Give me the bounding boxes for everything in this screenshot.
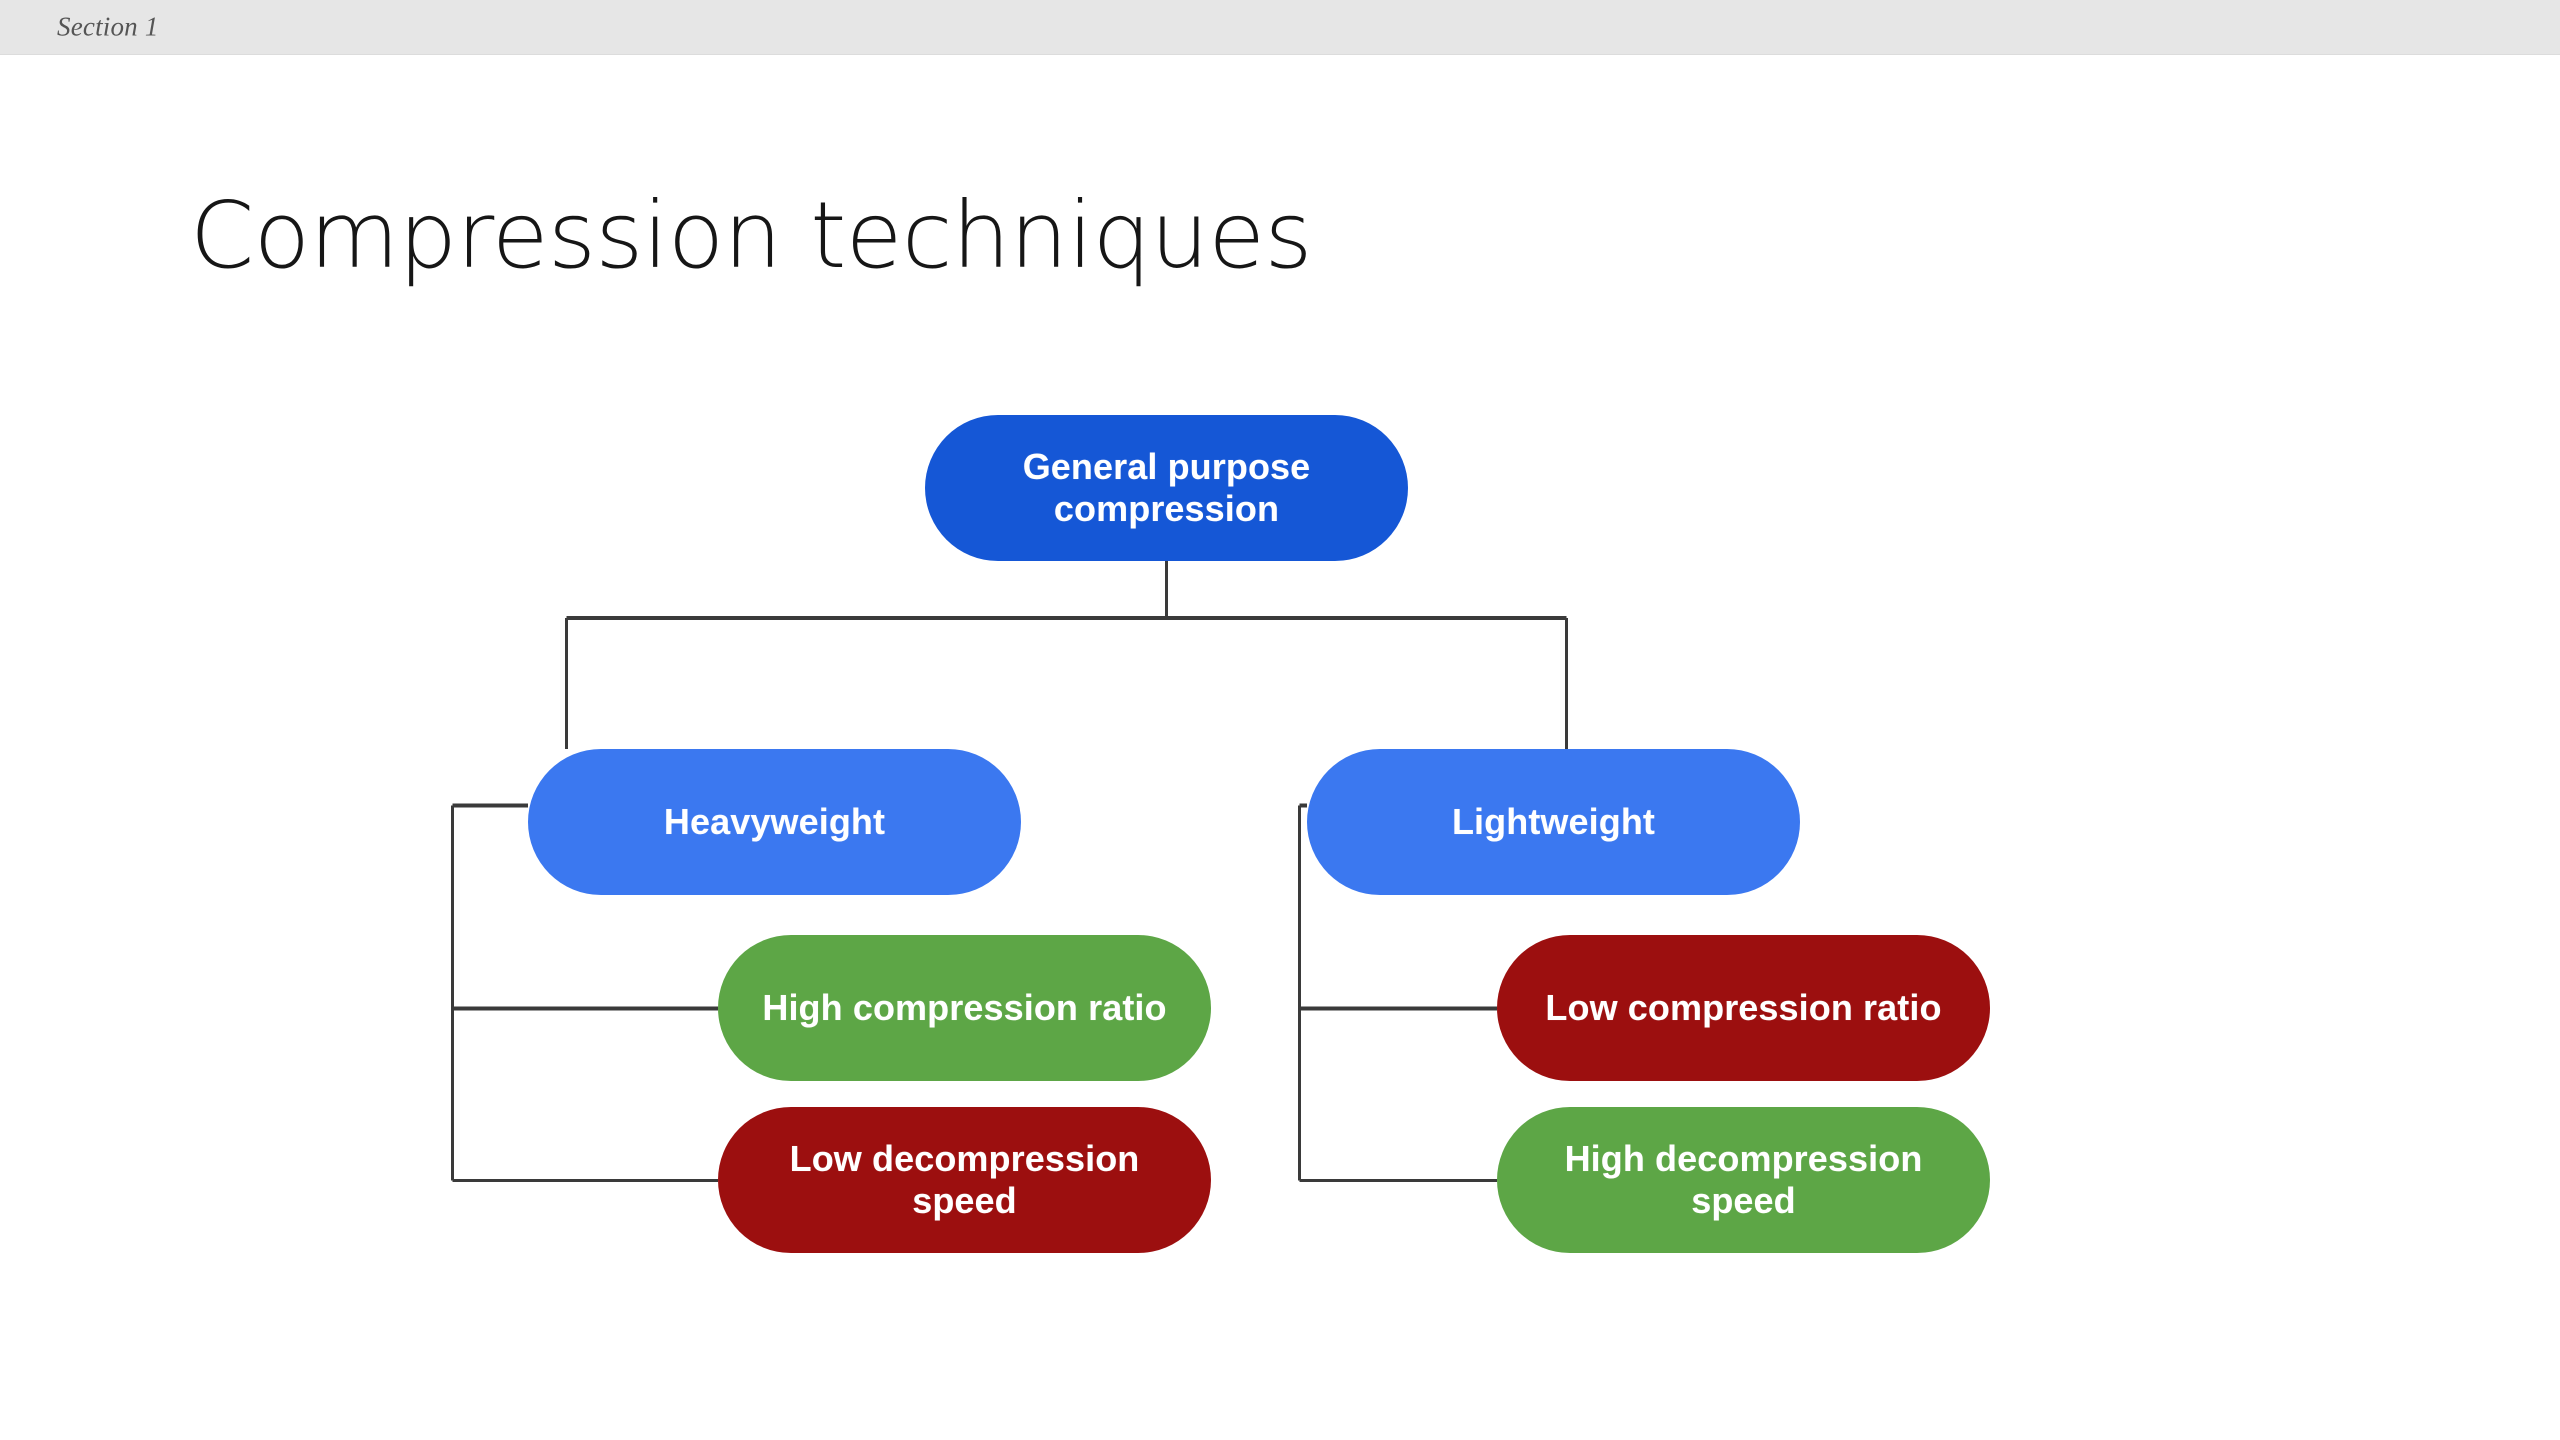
node-heavyweight[interactable]: Heavyweight [528, 749, 1021, 895]
node-high-compression-ratio[interactable]: High compression ratio [718, 935, 1211, 1081]
slide-canvas: Compression techniques [0, 55, 2560, 1440]
node-general-purpose-compression[interactable]: General purpose compression [925, 415, 1408, 561]
connector-lines [451, 561, 1568, 1182]
page-title: Compression techniques [190, 182, 1312, 289]
compression-techniques-tree-diagram: General purpose compression Heavyweight … [0, 55, 2560, 1440]
node-low-compression-ratio[interactable]: Low compression ratio [1497, 935, 1990, 1081]
node-high-decompression-speed[interactable]: High decompression speed [1497, 1107, 1990, 1253]
node-low-decompression-speed[interactable]: Low decompression speed [718, 1107, 1211, 1253]
section-header-bar: Section 1 [0, 0, 2560, 55]
node-lightweight[interactable]: Lightweight [1307, 749, 1800, 895]
section-label: Section 1 [57, 11, 159, 42]
